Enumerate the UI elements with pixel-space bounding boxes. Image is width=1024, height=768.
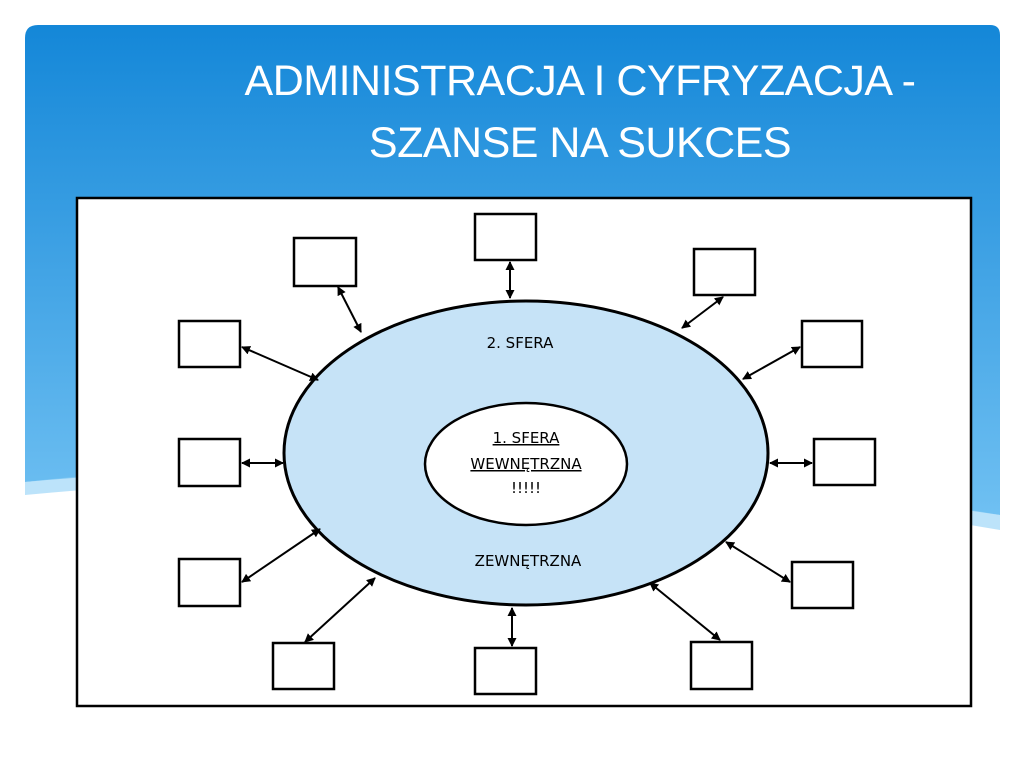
arrow-lower-right xyxy=(725,541,791,583)
arrow-top-right xyxy=(681,296,724,329)
arrow-bottom-right xyxy=(649,582,721,641)
stakeholder-box-top-left xyxy=(292,236,358,288)
arrow-bottom-left xyxy=(304,577,376,643)
stakeholder-box-mid-right xyxy=(812,437,877,487)
inner-sphere-label-line-1: 1. SFERA xyxy=(493,429,561,447)
outer-sphere-label-top: 2. SFERA xyxy=(487,334,555,352)
inner-sphere-label-line-2: WEWNĘTRZNA xyxy=(470,455,582,473)
stakeholder-box-bottom-left xyxy=(271,641,336,691)
stakeholder-box-lower-left xyxy=(177,557,242,608)
slide-title-line-1: ADMINISTRACJA I CYFRYZACJA - xyxy=(244,57,916,105)
stakeholder-box-bottom xyxy=(473,646,538,696)
slide-title-line-2: SZANSE NA SUKCES xyxy=(368,119,792,167)
connection-arrows xyxy=(241,261,813,647)
slide-title: ADMINISTRACJA I CYFRYZACJA - SZANSE NA S… xyxy=(160,50,1000,174)
outer-sphere-label-bottom: ZEWNĘTRZNA xyxy=(475,552,582,570)
arrow-upper-left xyxy=(241,346,319,381)
stakeholder-box-upper-right xyxy=(800,319,864,369)
stakeholder-box-mid-left xyxy=(177,437,242,488)
arrow-upper-right xyxy=(742,346,801,380)
stakeholder-box-top-right xyxy=(692,247,757,297)
stakeholder-box-top xyxy=(473,212,538,262)
arrow-lower-left xyxy=(241,528,321,583)
inner-sphere-label-line-3: !!!!! xyxy=(511,479,541,497)
stakeholder-box-lower-right xyxy=(790,560,855,610)
stakeholder-boxes xyxy=(177,212,877,696)
stakeholder-box-upper-left xyxy=(177,319,242,369)
stakeholder-box-bottom-right xyxy=(689,640,754,691)
arrow-top-left xyxy=(337,286,362,333)
inner-sphere-ellipse xyxy=(423,401,629,527)
